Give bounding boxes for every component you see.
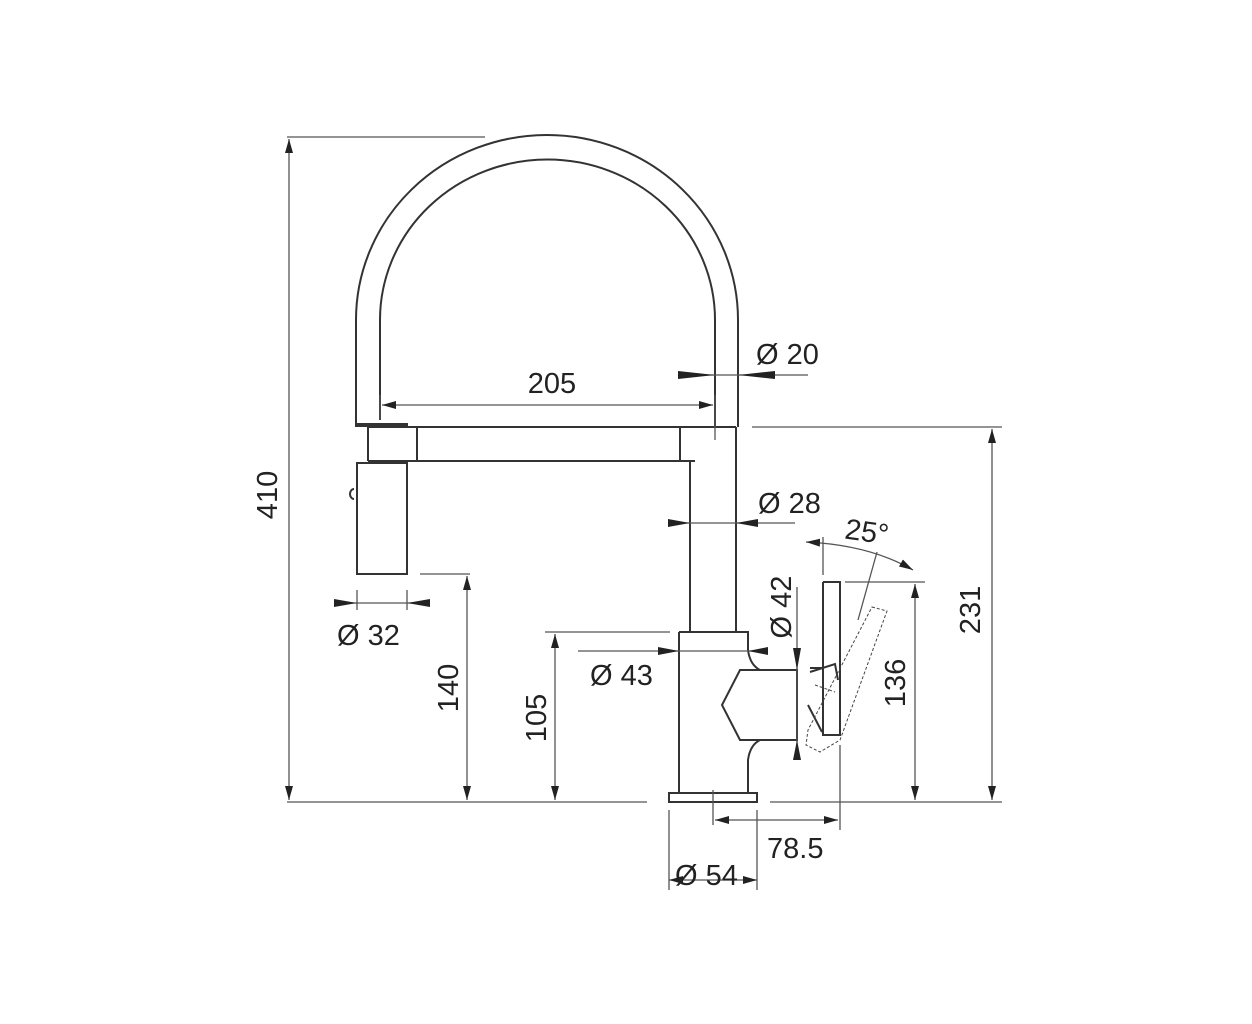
- label-205: 205: [528, 368, 576, 400]
- label-105: 105: [521, 694, 553, 742]
- spray-head: [356, 462, 408, 575]
- faucet-outline: [349, 134, 888, 803]
- lever-joint: [807, 662, 839, 733]
- extension-lines: [287, 136, 1002, 890]
- horizontal-spout: [367, 426, 736, 462]
- label-410: 410: [252, 471, 284, 519]
- label-136: 136: [880, 659, 912, 707]
- lever: [810, 581, 841, 736]
- spray-button: [349, 488, 355, 500]
- label-231: 231: [955, 586, 987, 634]
- label-d42: Ø 42: [766, 576, 798, 639]
- dimension-lines: [285, 139, 996, 884]
- base-body: [678, 631, 798, 793]
- label-25-degrees: 25°: [843, 514, 891, 552]
- label-78-5: 78.5: [767, 833, 823, 865]
- spout-arch-inner: [379, 158, 716, 427]
- label-d20: Ø 20: [756, 339, 819, 371]
- label-d54: Ø 54: [675, 860, 738, 892]
- dim-25-arc: [805, 538, 914, 571]
- lever-housing-cone: [720, 669, 760, 741]
- spout-arch-outer: [355, 134, 739, 427]
- label-140: 140: [433, 664, 465, 712]
- vertical-body: [689, 427, 737, 632]
- lever-tilted-position: [805, 606, 888, 753]
- label-d28: Ø 28: [758, 488, 821, 520]
- label-d43: Ø 43: [590, 660, 653, 692]
- dimension-labels: 410 205 Ø 20 Ø 28 Ø 32 140 105 Ø 43 Ø 42…: [252, 339, 987, 892]
- label-d32: Ø 32: [337, 620, 400, 652]
